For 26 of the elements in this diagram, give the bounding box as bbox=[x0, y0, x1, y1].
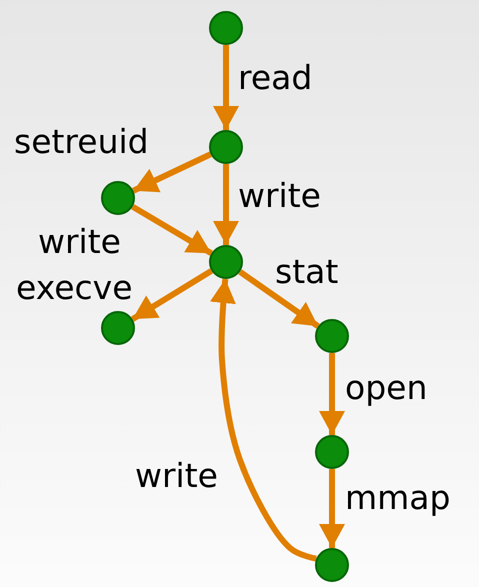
arrow bbox=[213, 164, 239, 245]
graph-node bbox=[209, 11, 243, 45]
arrow bbox=[319, 353, 345, 435]
edge-label: stat bbox=[275, 254, 338, 290]
arrow bbox=[130, 268, 214, 322]
graph-node bbox=[209, 245, 243, 279]
graph-node bbox=[101, 311, 135, 345]
arrow bbox=[131, 204, 213, 256]
edge-label: read bbox=[238, 60, 312, 96]
graph-node bbox=[209, 130, 243, 164]
graph-node bbox=[101, 181, 135, 215]
graph-node bbox=[315, 548, 349, 582]
edge-label: write bbox=[135, 458, 218, 494]
graph-node bbox=[315, 435, 349, 469]
arrow bbox=[210, 278, 317, 562]
arrow bbox=[213, 45, 239, 130]
arrow bbox=[132, 152, 212, 194]
edge-label: setreuid bbox=[14, 124, 149, 160]
edge-label: execve bbox=[16, 270, 133, 306]
edge-label: mmap bbox=[345, 480, 450, 516]
arrow bbox=[319, 469, 345, 548]
edge-label: write bbox=[238, 178, 321, 214]
edge-label: write bbox=[38, 224, 121, 260]
arrow bbox=[238, 269, 320, 329]
edge-label: open bbox=[345, 370, 428, 406]
graph-node bbox=[315, 319, 349, 353]
